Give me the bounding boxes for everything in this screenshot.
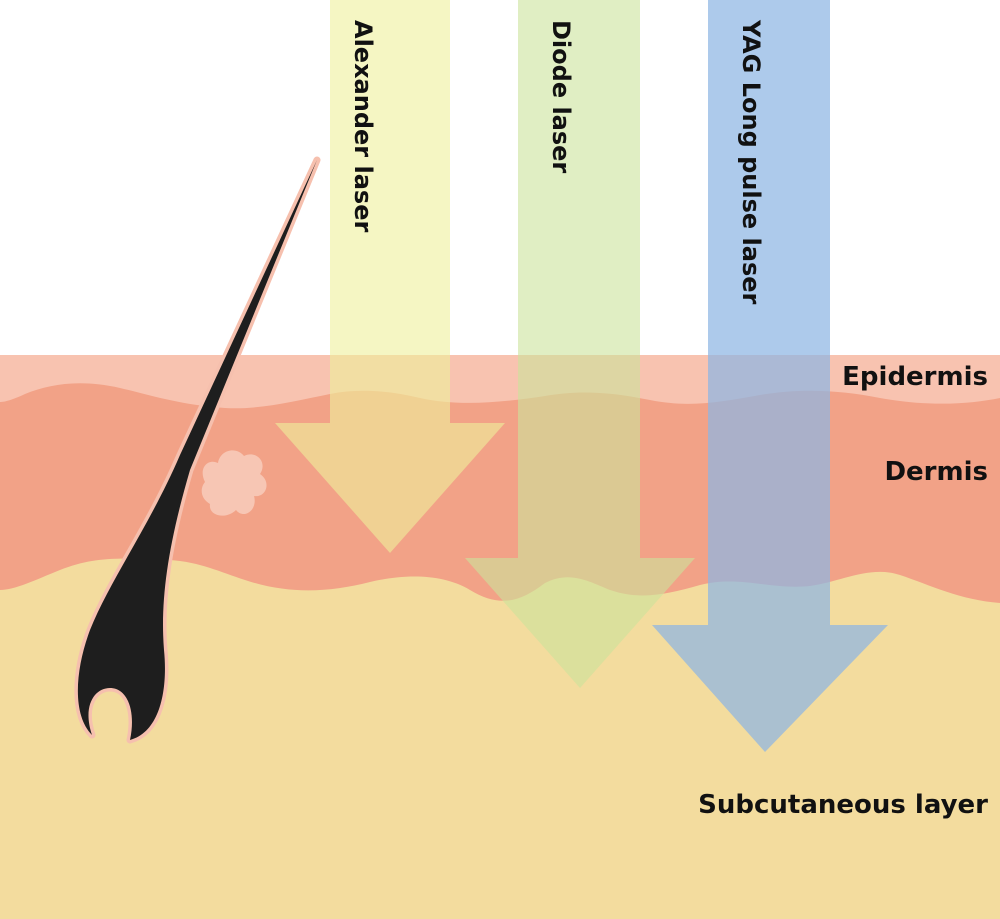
subcutaneous-layer-label: Subcutaneous layer [698,790,988,820]
yag-long-pulse-laser-label: YAG Long pulse laser [737,19,765,305]
diode-laser-label: Diode laser [547,20,575,173]
alexander-laser-label: Alexander laser [349,20,377,232]
sebaceous-gland [201,450,267,516]
diode-laser-arrow [465,0,695,688]
alexander-laser-arrow [275,0,505,553]
dermis-label: Dermis [884,457,988,487]
epidermis-label: Epidermis [842,362,988,392]
yag-long-pulse-laser-arrow [652,0,888,752]
hair-follicle [77,160,317,740]
